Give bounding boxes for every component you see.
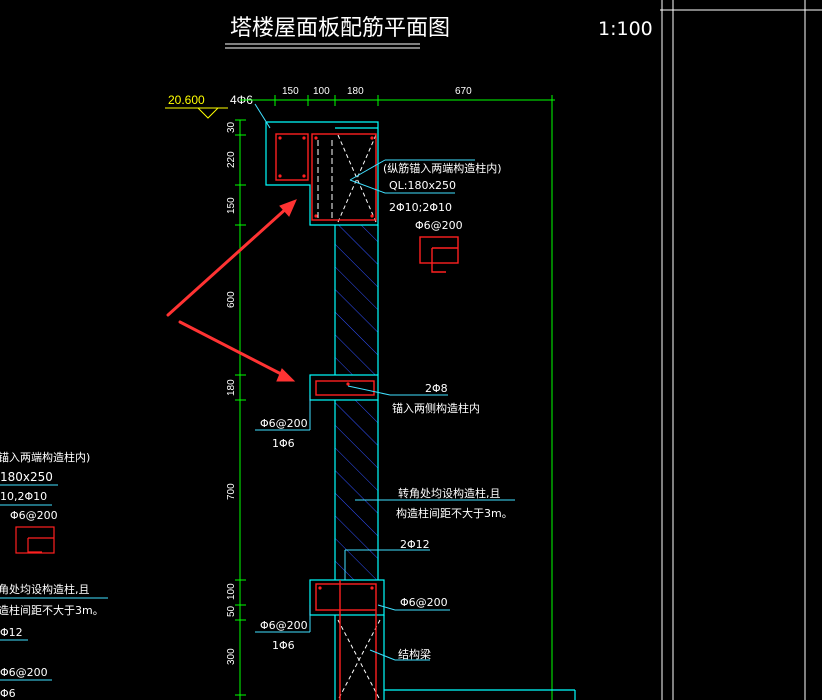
- dimension-lines: [235, 95, 555, 700]
- dim-left-30: 30: [226, 121, 237, 133]
- lower-bars: 2Φ12: [400, 538, 430, 551]
- dim-left-700: 700: [226, 483, 237, 500]
- dim-left-600: 600: [226, 291, 237, 308]
- arrow-upper: [166, 205, 290, 317]
- rebar-dots: [278, 136, 374, 590]
- dim-left-50: 50: [226, 605, 237, 617]
- mid-anchor: 锚入两侧构造柱内: [392, 401, 480, 415]
- column-cross: [337, 134, 381, 700]
- left-line-7: Φ12: [0, 626, 23, 639]
- arrow-lower: [178, 320, 287, 378]
- mid-stirrup: Φ6@200: [260, 417, 308, 430]
- lower-stirrup-right: Φ6@200: [400, 596, 448, 609]
- left-line-5: 角处均设构造柱,且: [0, 582, 90, 596]
- dim-left-220: 220: [226, 151, 237, 168]
- wall-outline: [265, 121, 576, 700]
- column-center-line: [317, 140, 333, 218]
- note-anchor: (纵筋锚入两端构造柱内): [383, 161, 502, 175]
- beam-stirrup: Φ6@200: [415, 219, 463, 232]
- rebar-cages: [275, 133, 459, 700]
- elevation-triangle: [197, 107, 219, 119]
- dim-top-180: 180: [347, 86, 364, 97]
- corner-note-2: 构造柱间距不大于3m。: [396, 506, 513, 520]
- structure-beam: 结构梁: [398, 647, 431, 661]
- mid-single: 1Φ6: [272, 437, 295, 450]
- arrow-lower-head: [276, 368, 296, 382]
- dim-left-300: 300: [226, 648, 237, 665]
- dim-top-150: 150: [282, 86, 299, 97]
- beam-size: QL:180x250: [389, 179, 456, 192]
- mid-bars: 2Φ8: [425, 382, 448, 395]
- left-line-9: Φ6: [0, 687, 16, 700]
- dim-left-100: 100: [226, 583, 237, 600]
- drawing-frame: [660, 0, 822, 700]
- highlight-arrows: [166, 199, 297, 382]
- lower-single: 1Φ6: [272, 639, 295, 652]
- left-line-8: Φ6@200: [0, 666, 48, 679]
- arrow-upper-head: [279, 199, 297, 217]
- leader-lines: [254, 103, 515, 661]
- dim-top-100: 100: [313, 86, 330, 97]
- elevation-level: 20.600: [168, 93, 205, 107]
- left-line-3: 10,2Φ10: [0, 490, 47, 503]
- left-line-1: 锚入两端构造柱内): [0, 450, 90, 464]
- lower-stirrup-left: Φ6@200: [260, 619, 308, 632]
- dim-top-670: 670: [455, 86, 472, 97]
- beam-bars: 2Φ10;2Φ10: [389, 201, 452, 214]
- dim-left-150: 150: [226, 197, 237, 214]
- drawing-title: 塔楼屋面板配筋平面图: [230, 16, 450, 41]
- dim-left-180: 180: [226, 379, 237, 396]
- left-line-2: 180x250: [0, 470, 53, 484]
- drawing-scale: 1:100: [598, 18, 653, 40]
- left-line-4: Φ6@200: [10, 509, 58, 522]
- wall-hatch-lower: [335, 400, 378, 580]
- corner-note-1: 转角处均设构造柱,且: [398, 486, 501, 500]
- left-partial-drawing: 锚入两端构造柱内) 180x250 10,2Φ10 Φ6@200 角处均设构造柱…: [0, 450, 108, 700]
- left-line-6: 造柱间距不大于3m。: [0, 603, 104, 617]
- wall-hatch: [335, 225, 378, 375]
